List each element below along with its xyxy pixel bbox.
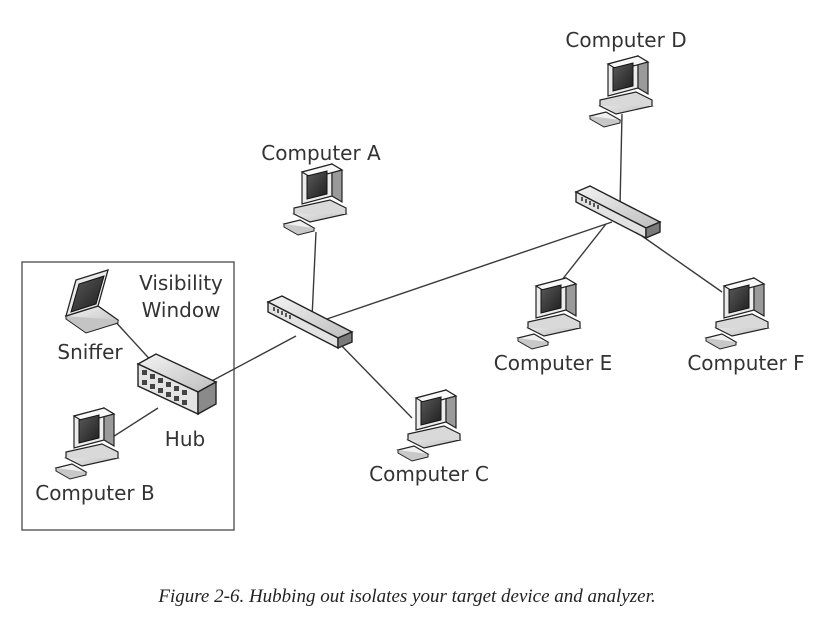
computer-b-label: Computer B [35,481,155,505]
visibility-window-label-line-1: Visibility [139,271,223,295]
computer-c-icon [397,389,461,462]
sniffer-laptop-icon [64,269,120,334]
computer-d-label: Computer D [565,28,686,52]
visibility-window-label-line-2: Window [142,298,221,322]
computer-c-label: Computer C [369,462,489,486]
computer-a-label: Computer A [261,141,381,165]
computer-f-label: Computer F [687,351,804,375]
figure-caption: Figure 2-6. Hubbing out isolates your ta… [158,586,656,607]
computer-d-icon [589,55,653,128]
link-hub-switch-1 [205,335,297,385]
network-links [107,113,723,441]
switch-1-icon [267,295,353,349]
link-computer-d-switch-2 [619,113,623,207]
hub-icon [136,353,218,416]
link-computer-b-hub [107,407,159,441]
computer-f-icon [705,277,769,350]
visibility-window-frame [21,261,235,531]
computer-e-icon [517,277,581,350]
sniffer-label: Sniffer [57,340,123,364]
link-computer-a-switch-1 [311,231,317,319]
computer-a-icon [283,163,347,236]
link-switch-1-computer-c [337,341,413,419]
hub-label: Hub [165,427,205,451]
computer-e-label: Computer E [494,351,612,375]
link-switch-1-switch-2 [323,221,613,321]
link-switch-2-computer-f [641,235,723,293]
computer-b-icon [55,407,119,480]
